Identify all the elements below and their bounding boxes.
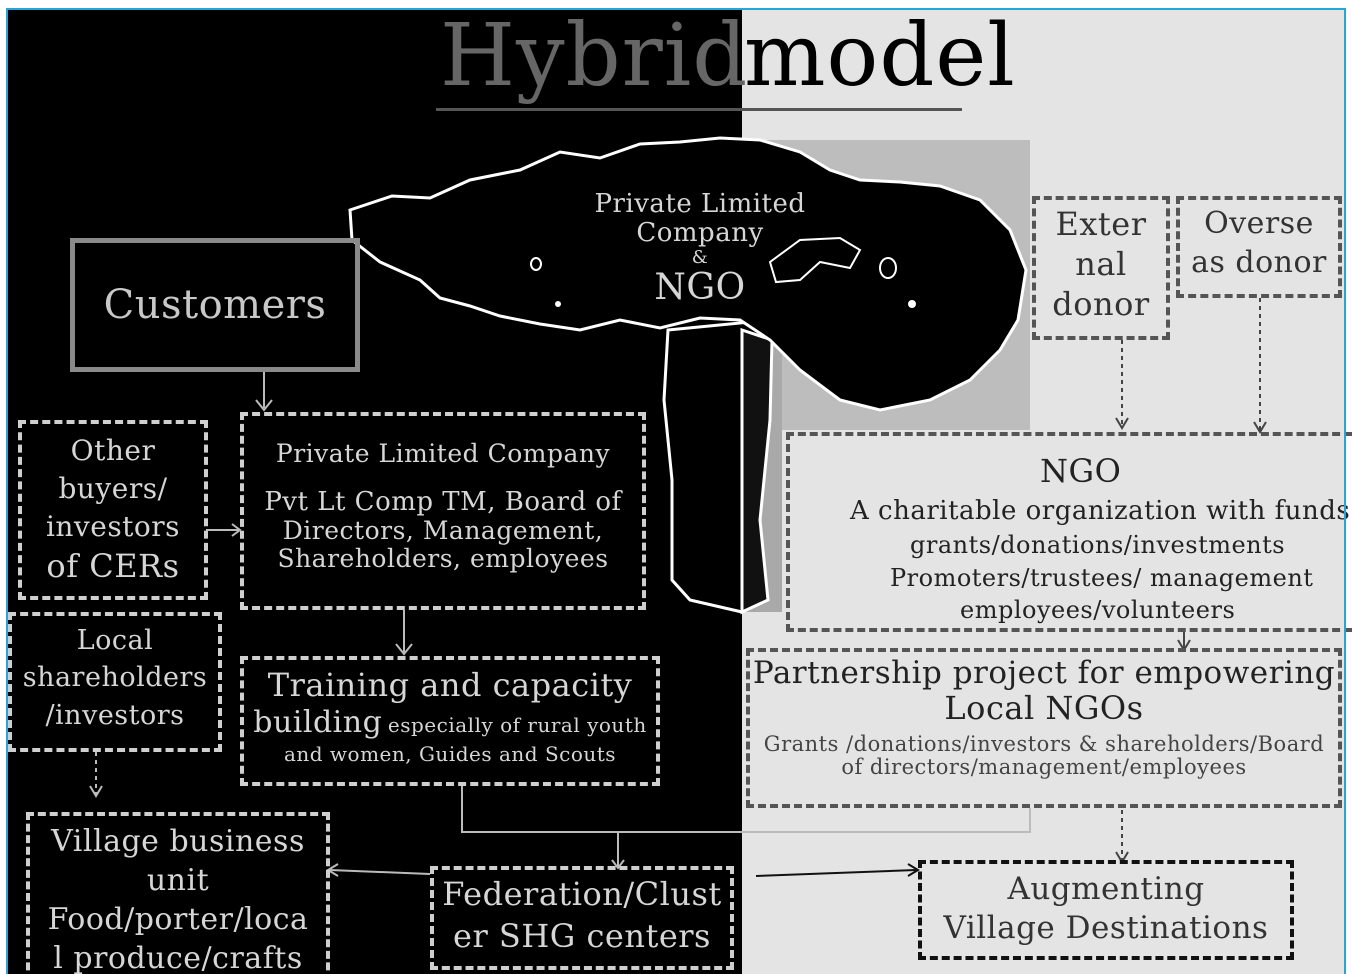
federation-line: er SHG centers bbox=[453, 916, 711, 955]
local-shareholders-line: /investors bbox=[45, 699, 185, 731]
external-donor-text: Exter nal donor bbox=[1036, 204, 1166, 324]
federation-text: Federation/Clust er SHG centers bbox=[434, 874, 730, 957]
partnership-box: Partnership project for empowering Local… bbox=[746, 648, 1342, 808]
title-underline bbox=[436, 108, 962, 111]
ngo-line: employees/volunteers bbox=[960, 596, 1236, 625]
private-company-box: Private Limited Company Pvt Lt Comp TM, … bbox=[240, 412, 646, 610]
partnership-line3: Grants /donations/investors & shareholde… bbox=[763, 731, 1325, 756]
private-company-line: Directors, Management, bbox=[282, 516, 604, 546]
augmenting-box: Augmenting Village Destinations bbox=[918, 860, 1294, 960]
arrow-federation-to-augmenting bbox=[755, 869, 917, 877]
arrowhead bbox=[1115, 417, 1129, 430]
line-training-to-partnership bbox=[461, 786, 1031, 833]
training-line2-big: building bbox=[253, 704, 383, 740]
customers-label: Customers bbox=[103, 282, 327, 328]
village-business-text: Village business unit Food/porter/loca l… bbox=[30, 822, 326, 974]
canopy-hole bbox=[879, 257, 897, 279]
canopy-dot bbox=[908, 300, 916, 308]
arrowhead bbox=[89, 785, 103, 798]
ngo-box: NGO A charitable organization with funds… bbox=[786, 432, 1352, 632]
village-business-line: Village business bbox=[51, 824, 305, 859]
arrowhead bbox=[255, 399, 273, 412]
village-business-line: l produce/crafts bbox=[53, 941, 303, 974]
title-hybrid: Hybrid bbox=[440, 6, 749, 106]
training-line2-small: especially of rural youth bbox=[387, 712, 647, 737]
local-shareholders-box: Local shareholders /investors bbox=[8, 612, 222, 752]
ngo-line: Promoters/trustees/ management bbox=[890, 563, 1314, 592]
tree-label: Private Limited Company & NGO bbox=[540, 189, 860, 309]
other-buyers-line: of CERs bbox=[46, 547, 180, 586]
ngo-line: A charitable organization with funds fro… bbox=[850, 495, 1352, 526]
other-buyers-line: buyers/ bbox=[58, 471, 168, 505]
external-donor-line: Exter bbox=[1055, 205, 1147, 243]
ngo-heading: NGO bbox=[1040, 452, 1122, 490]
local-shareholders-line: shareholders bbox=[22, 662, 208, 694]
external-donor-line: donor bbox=[1052, 285, 1150, 323]
other-buyers-box: Other buyers/ investors of CERs bbox=[18, 420, 208, 600]
canopy-dot bbox=[555, 301, 561, 307]
village-business-line: unit bbox=[146, 863, 210, 898]
augmenting-line: Augmenting bbox=[1007, 871, 1205, 907]
private-company-line: Shareholders, employees bbox=[277, 544, 609, 574]
partnership-text: Partnership project for empowering Local… bbox=[750, 656, 1338, 780]
private-company-heading: Private Limited Company bbox=[275, 439, 611, 468]
training-line2: building especially of rural youth bbox=[244, 706, 656, 740]
tree-canopy-icon bbox=[348, 136, 1028, 412]
ngo-line: grants/donations/investments bbox=[910, 530, 1286, 559]
outer-frame-border bbox=[6, 8, 1346, 974]
federation-box: Federation/Clust er SHG centers bbox=[430, 866, 734, 970]
tree-label-line3: NGO bbox=[654, 267, 746, 309]
private-company-text: Private Limited Company Pvt Lt Comp TM, … bbox=[244, 440, 642, 573]
augmenting-text: Augmenting Village Destinations bbox=[922, 870, 1290, 948]
overseas-donor-line: as donor bbox=[1191, 245, 1327, 280]
title-model: model bbox=[744, 6, 1016, 106]
customers-box: Customers bbox=[70, 238, 360, 372]
village-business-line: Food/porter/loca bbox=[47, 902, 309, 937]
local-shareholders-line: Local bbox=[76, 625, 154, 656]
federation-line: Federation/Clust bbox=[442, 875, 722, 913]
training-text: Training and capacity building especiall… bbox=[244, 666, 656, 767]
other-buyers-text: Other buyers/ investors of CERs bbox=[22, 432, 204, 589]
partnership-line4: of directors/management/employees bbox=[841, 755, 1247, 780]
overseas-donor-text: Overse as donor bbox=[1180, 204, 1338, 282]
canopy-hole bbox=[530, 257, 542, 271]
training-line1: Training and capacity bbox=[267, 666, 633, 704]
connector-lines-right bbox=[755, 298, 1267, 877]
external-donor-box: Exter nal donor bbox=[1032, 196, 1170, 340]
overseas-donor-line: Overse bbox=[1204, 206, 1314, 241]
canopy-hole bbox=[768, 236, 862, 284]
local-shareholders-text: Local shareholders /investors bbox=[12, 622, 218, 734]
tree-label-line1: Private Limited Company bbox=[594, 189, 806, 249]
training-line3: and women, Guides and Scouts bbox=[283, 742, 617, 767]
augmenting-line: Village Destinations bbox=[943, 909, 1269, 946]
external-donor-line: nal bbox=[1075, 245, 1127, 283]
other-buyers-line: investors bbox=[45, 509, 181, 543]
connector-lines bbox=[89, 372, 1031, 877]
arrowhead bbox=[395, 643, 413, 656]
private-company-line: Pvt Lt Comp TM, Board of bbox=[264, 487, 622, 517]
training-box: Training and capacity building especiall… bbox=[240, 656, 660, 786]
tree-label-line2: & bbox=[691, 247, 709, 269]
village-business-box: Village business unit Food/porter/loca l… bbox=[26, 812, 330, 974]
ngo-text: NGO A charitable organization with funds… bbox=[810, 450, 1352, 627]
other-buyers-line: Other bbox=[70, 434, 156, 467]
arrow-federation-to-village bbox=[329, 869, 431, 875]
partnership-line1: Partnership project for empowering bbox=[752, 655, 1336, 691]
overseas-donor-box: Overse as donor bbox=[1176, 196, 1342, 298]
partnership-line2: Local NGOs bbox=[944, 688, 1144, 727]
